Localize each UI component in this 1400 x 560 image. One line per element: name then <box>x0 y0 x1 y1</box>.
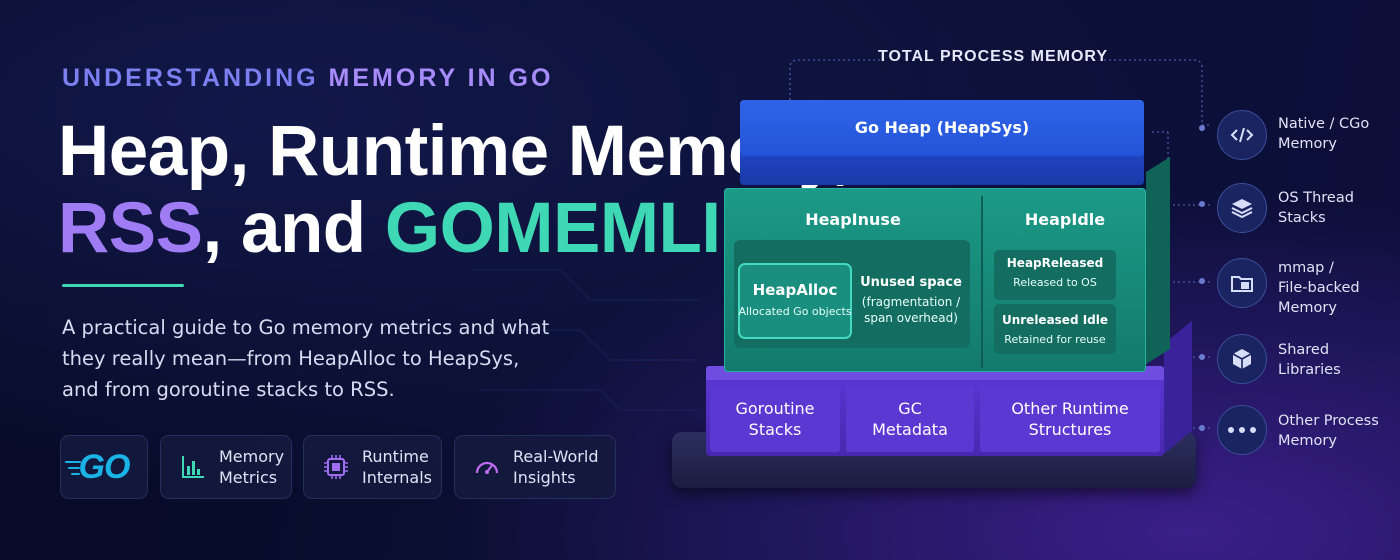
legend-line: Other Process <box>1278 413 1379 429</box>
heap-inuse-label: HeapInuse <box>805 210 901 229</box>
card-label: Internals <box>362 468 432 487</box>
legend-line: Memory <box>1278 300 1337 316</box>
unused-space-subtitle: (fragmentation / span overhead) <box>856 294 966 326</box>
legend-native-cgo: Native / CGo Memory <box>1278 114 1369 154</box>
chip-icon <box>324 455 348 479</box>
cell-label: Structures <box>1028 420 1112 439</box>
go-heap-block <box>740 100 1144 156</box>
legend-line: mmap / <box>1278 260 1334 276</box>
card-label: Real-World <box>513 447 599 466</box>
legend-line: Libraries <box>1278 362 1341 378</box>
go-card: GO <box>60 435 148 499</box>
layers-icon <box>1217 183 1267 233</box>
legend-line: File-backed <box>1278 280 1360 296</box>
legend-line: Memory <box>1278 136 1337 152</box>
title-underline <box>62 284 184 287</box>
unreleased-idle-box <box>994 304 1116 354</box>
bar-chart-icon <box>182 456 204 478</box>
heap-green-block-side <box>1146 157 1170 364</box>
go-heap-label: Go Heap (HeapSys) <box>854 118 1030 137</box>
unused-sub-line: span overhead) <box>864 311 958 325</box>
heap-released-box <box>994 250 1116 300</box>
description-line: A practical guide to Go memory metrics a… <box>62 316 550 339</box>
title-and: , and <box>202 189 385 268</box>
heap-released-subtitle: Released to OS <box>1013 276 1097 289</box>
total-process-memory-label: TOTAL PROCESS MEMORY <box>877 48 1109 65</box>
eyebrow-understanding: UNDERSTANDING <box>62 64 329 92</box>
heap-idle-label: HeapIdle <box>1024 210 1106 229</box>
inuse-idle-divider <box>981 196 983 368</box>
eyebrow: UNDERSTANDING MEMORY IN GO <box>62 64 553 93</box>
folder-file-icon <box>1217 258 1267 308</box>
heap-alloc-box <box>738 263 852 339</box>
legend-line: Shared <box>1278 342 1330 358</box>
unused-sub-line: (fragmentation / <box>861 295 961 309</box>
cell-label: Metadata <box>872 420 948 439</box>
more-dots-icon <box>1217 405 1267 455</box>
heap-alloc-title: HeapAlloc <box>752 281 838 299</box>
eyebrow-memory-in-go: MEMORY IN GO <box>328 64 554 92</box>
legend-line: OS Thread <box>1278 190 1354 206</box>
card-label: Memory <box>219 447 285 466</box>
legend-other-process-memory: Other Process Memory <box>1278 411 1379 451</box>
legend-shared-libraries: Shared Libraries <box>1278 340 1341 380</box>
card-label: Insights <box>513 468 576 487</box>
unreleased-idle-title: Unreleased Idle <box>1001 313 1109 327</box>
legend-line: Stacks <box>1278 210 1326 226</box>
title-rss: RSS <box>58 189 203 268</box>
legend-mmap: mmap / File-backed Memory <box>1278 258 1360 318</box>
cell-label: Other Runtime <box>1011 399 1129 418</box>
cell-label: Stacks <box>748 420 802 439</box>
go-logo-text: GO <box>78 447 131 486</box>
heap-released-title: HeapReleased <box>1006 256 1104 270</box>
cube-icon <box>1217 334 1267 384</box>
description: A practical guide to Go memory metrics a… <box>62 312 550 405</box>
legend-os-thread-stacks: OS Thread Stacks <box>1278 188 1354 228</box>
description-line: and from goroutine stacks to RSS. <box>62 378 395 401</box>
unused-space-title: Unused space <box>860 275 962 290</box>
legend-line: Native / CGo <box>1278 116 1370 132</box>
gauge-icon <box>475 461 499 474</box>
unreleased-idle-subtitle: Retained for reuse <box>1004 333 1106 346</box>
go-logo: GO <box>64 447 131 487</box>
card-label: Runtime <box>362 447 429 466</box>
title-line-1: Heap, Runtime Memory, <box>58 112 852 191</box>
gc-metadata-cell: GC Metadata <box>846 386 974 452</box>
cell-label: GC <box>898 399 922 418</box>
description-line: they really mean—from HeapAlloc to HeapS… <box>62 347 520 370</box>
heap-alloc-subtitle: Allocated Go objects <box>738 305 852 318</box>
legend-line: Memory <box>1278 433 1337 449</box>
card-label: Metrics <box>219 468 278 487</box>
cell-label: Goroutine <box>735 399 815 418</box>
code-icon <box>1217 110 1267 160</box>
